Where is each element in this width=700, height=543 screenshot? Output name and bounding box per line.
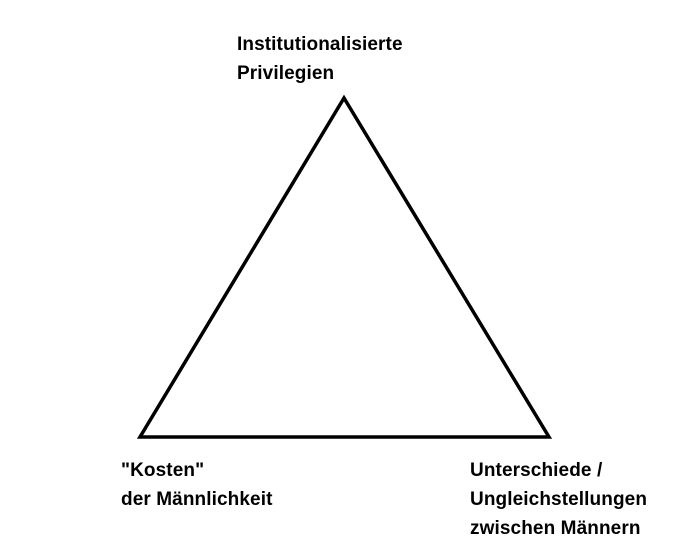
vertex-label-top-line-1: Institutionalisierte [237, 34, 403, 55]
vertex-label-top: Institutionalisierte Privilegien [237, 30, 403, 88]
triangle-shape [136, 94, 553, 439]
vertex-label-bottom-right-line-3: zwischen Männern [470, 518, 641, 539]
vertex-label-bottom-left-line-2: der Männlichkeit [121, 489, 273, 510]
vertex-label-bottom-right-line-1: Unterschiede / [470, 460, 603, 481]
vertex-label-top-line-2: Privilegien [237, 63, 335, 84]
vertex-label-bottom-right-line-2: Ungleichstellungen [470, 489, 648, 510]
vertex-label-bottom-left-line-1: "Kosten" [121, 460, 205, 481]
vertex-label-bottom-left: "Kosten" der Männlichkeit [121, 456, 273, 514]
vertex-label-bottom-right: Unterschiede / Ungleichstellungen zwisch… [470, 456, 647, 543]
